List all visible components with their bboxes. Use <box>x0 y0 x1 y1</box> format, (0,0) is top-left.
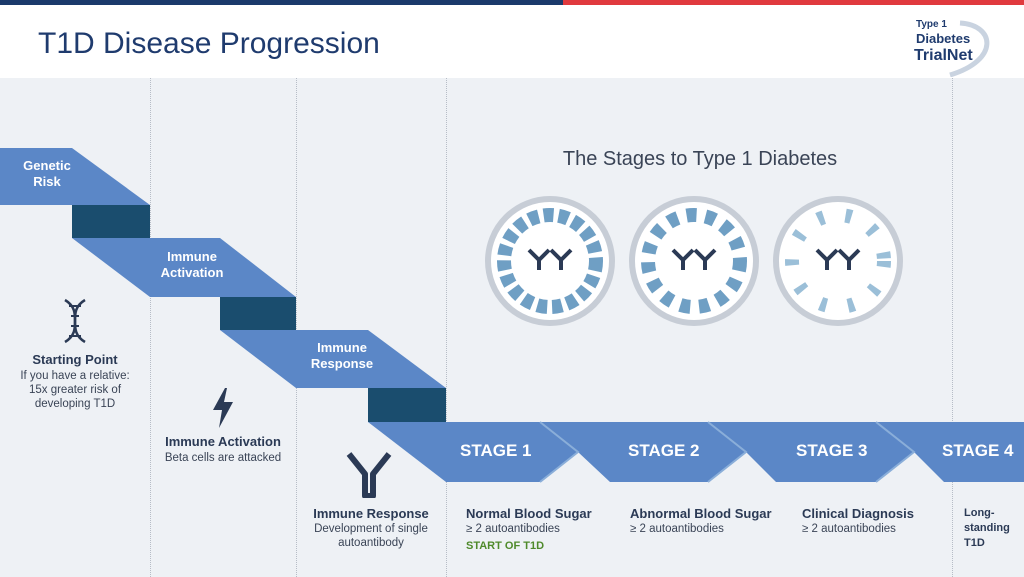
lightning-icon <box>213 388 233 428</box>
antibody-icon <box>346 452 392 498</box>
trialnet-logo: Type 1 Diabetes TrialNet <box>900 15 1010 78</box>
stage-2-circle-icon <box>629 196 759 326</box>
page-title: T1D Disease Progression <box>38 27 380 60</box>
stage-3-circle-icon <box>773 196 903 326</box>
column-divider <box>296 78 297 577</box>
desc-line: developing T1D <box>34 398 116 410</box>
immune-activation-desc: Beta cells are attacked <box>164 452 282 464</box>
genetic-risk-segment <box>0 148 150 205</box>
fold-3 <box>368 388 446 422</box>
stage-4-title-line: T1D <box>964 537 985 549</box>
desc-line: If you have a relative: <box>20 370 130 382</box>
stage-4-title-line: Long- <box>964 507 995 519</box>
main-area <box>0 78 1024 577</box>
stage-4-title-line: standing <box>964 522 1010 534</box>
stage-1-note: START OF T1D <box>466 540 545 552</box>
header: T1D Disease Progression Type 1 Diabetes … <box>0 5 1024 78</box>
ribbon-label-immune-activation: Immune Activation <box>152 249 232 281</box>
stage-4-title: Long- standing T1D <box>964 506 1010 551</box>
logo-swoosh <box>949 20 990 78</box>
stage-1-segment <box>368 422 578 482</box>
stage-3-segment <box>708 422 914 482</box>
ribbon-label-genetic-risk: Genetic Risk <box>12 158 82 190</box>
stage-2-title: Abnormal Blood Sugar <box>630 506 772 521</box>
stage-2-desc: ≥ 2 autoantibodies <box>630 523 724 535</box>
stage-3-title: Clinical Diagnosis <box>802 506 914 521</box>
ribbon-label-line: Immune <box>317 340 367 355</box>
immune-response-segment <box>220 330 446 388</box>
starting-point-title: Starting Point <box>32 352 118 367</box>
stage-4-label: STAGE 4 <box>942 441 1014 460</box>
desc-line: 15x greater risk of <box>28 384 122 396</box>
column-divider <box>952 78 953 577</box>
ribbon-label-line: Activation <box>160 265 224 280</box>
stage-3-label: STAGE 3 <box>796 441 868 460</box>
desc-line: autoantibody <box>338 537 404 549</box>
immune-response-desc: Development of single autoantibody <box>296 522 446 550</box>
stage-1-circle-icon <box>485 196 615 326</box>
stage-1-label: STAGE 1 <box>460 441 532 460</box>
stage-2-label: STAGE 2 <box>628 441 700 460</box>
ribbon-label-line: Immune <box>167 249 217 264</box>
column-divider <box>446 78 447 577</box>
ribbon-label-line: Response <box>310 356 374 371</box>
ribbon-label-line: Genetic <box>23 158 71 173</box>
logo-line2: Diabetes <box>916 31 971 46</box>
logo-line3: TrialNet <box>914 47 973 64</box>
ribbon-label-immune-response: Immune Response <box>302 340 382 372</box>
stage-3-desc: ≥ 2 autoantibodies <box>802 523 896 535</box>
stage-1-title: Normal Blood Sugar <box>466 506 592 521</box>
top-accent-bar <box>0 0 1024 5</box>
ribbon-label-line: Risk <box>33 174 61 189</box>
desc-line: Development of single <box>314 523 428 535</box>
column-divider <box>150 78 151 577</box>
starting-point-desc: If you have a relative: 15x greater risk… <box>5 369 145 411</box>
stage-1-desc: ≥ 2 autoantibodies <box>466 523 560 535</box>
immune-activation-segment <box>72 238 296 297</box>
dna-icon <box>64 298 86 344</box>
stage-2-segment <box>540 422 746 482</box>
logo-line1: Type 1 <box>916 19 947 30</box>
immune-activation-title: Immune Activation <box>165 434 281 449</box>
fold-1 <box>72 205 150 238</box>
stages-heading: The Stages to Type 1 Diabetes <box>562 148 838 170</box>
fold-2 <box>220 297 296 330</box>
stage-4-segment <box>876 422 1024 482</box>
immune-response-title: Immune Response <box>313 506 429 521</box>
